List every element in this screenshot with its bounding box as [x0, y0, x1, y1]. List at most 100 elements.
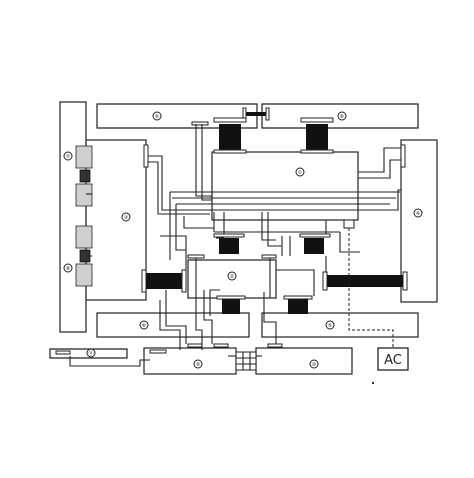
badge-10: ⑩	[309, 359, 319, 369]
flange-mid-left	[213, 233, 245, 238]
heater-bar-top-left	[219, 124, 241, 150]
label-9: ⑨	[196, 362, 200, 368]
label-4: ④	[416, 211, 421, 217]
flange-block1-left	[213, 149, 247, 154]
pipe-3-to-9	[159, 300, 181, 350]
flange-block9-left	[149, 349, 167, 354]
pipe-network	[69, 124, 401, 367]
block-1	[211, 151, 359, 221]
badge-1: ①	[295, 167, 305, 177]
valve-top-2	[75, 183, 93, 207]
badge-circle	[325, 320, 335, 330]
pipe-5-down-a	[195, 124, 212, 197]
badge-5-top: ⑤	[152, 111, 162, 121]
label-6-bottom: ⑥	[142, 323, 147, 329]
label-10: ⑩	[312, 362, 317, 368]
badge-circle	[121, 212, 131, 222]
block-3	[85, 139, 147, 301]
flange-bar-right-a	[322, 271, 328, 291]
heater-bar-mid-right	[304, 238, 324, 254]
badge-circle	[309, 359, 319, 369]
pipe-3-to-1-a	[148, 155, 210, 211]
badge-circle	[413, 208, 423, 218]
left-panel-block	[59, 101, 87, 333]
ac-label: AC	[384, 353, 402, 368]
flange-block9-top-2	[213, 343, 229, 348]
pipe-1-to-4-a	[358, 147, 401, 173]
badge-6-top: ⑥	[337, 111, 347, 121]
flange-top-right	[300, 117, 334, 123]
pipe-center-3	[261, 212, 276, 241]
flange-block2-top	[187, 254, 205, 259]
heater-bar-top-right	[306, 124, 328, 150]
pipe-center-4	[267, 212, 282, 247]
badge-2: ②	[227, 271, 237, 281]
pipe-11-to-9	[69, 356, 150, 367]
junction-frame	[235, 351, 257, 371]
flange-block10-top	[267, 343, 283, 348]
label-3: ③	[124, 215, 128, 221]
pipe-1-to-4-b	[358, 159, 401, 179]
flange-small-top	[191, 121, 209, 126]
pipe-mid-right-h	[339, 232, 360, 253]
badge-9: ⑨	[193, 359, 203, 369]
label-1: ①	[298, 170, 303, 176]
badge-circle	[193, 359, 203, 369]
badge-8: ⑧	[63, 263, 73, 273]
valve-bottom-2	[75, 263, 93, 287]
valve-dark-1	[79, 169, 91, 183]
block-10	[255, 347, 353, 375]
pipe-left-down-2	[175, 204, 186, 251]
flange-top-left	[213, 117, 247, 123]
flange-block11	[55, 350, 71, 355]
flange-mid-right	[299, 233, 331, 238]
pipe-left-to-mid	[183, 216, 214, 229]
badge-6-bottom: ⑥	[139, 320, 149, 330]
ac-box	[377, 347, 409, 371]
pipe-left-down-3	[160, 235, 187, 270]
flange-block4-top	[400, 144, 406, 168]
left-panel-components	[75, 145, 93, 287]
top-connector-flange-right	[265, 107, 270, 121]
pipe-2-to-lower-right	[276, 269, 315, 296]
badge-circle	[152, 111, 162, 121]
label-2: ②	[230, 274, 235, 280]
label-11: ⑪	[88, 350, 93, 357]
badge-11: ⑪	[86, 348, 96, 358]
valve-bottom-1	[75, 225, 93, 249]
stray-mark	[372, 382, 374, 384]
label-6-top: ⑥	[340, 114, 345, 120]
heater-bar-horizontal-left	[146, 273, 182, 289]
junction-grid	[235, 351, 257, 371]
pipe-2-to-9-a	[195, 258, 203, 350]
flange-bar-left-a	[141, 269, 147, 293]
pipe-3-to-1-b	[148, 161, 210, 215]
sensor-box	[343, 219, 355, 229]
badge-circle	[337, 111, 347, 121]
top-connector	[246, 112, 266, 116]
pipe-2-internal	[209, 289, 220, 316]
badge-4: ④	[413, 208, 423, 218]
label-5-bottom: ⑤	[328, 323, 332, 329]
badge-3: ③	[121, 212, 131, 222]
block-6-bottom	[96, 312, 250, 338]
badge-circle	[86, 348, 96, 358]
block-5-bottom	[261, 312, 419, 338]
heater-bar-lower-left	[222, 298, 240, 314]
flange-bar-left-b	[181, 269, 187, 293]
label-5-top: ⑤	[155, 114, 159, 120]
flange-lower-right	[283, 295, 313, 300]
flange-block9-top	[187, 343, 203, 348]
badge-7: ⑦	[63, 151, 73, 161]
heater-bar-mid-left	[219, 238, 239, 254]
label-8: ⑧	[66, 266, 71, 272]
badge-circle	[63, 151, 73, 161]
badge-circle	[295, 167, 305, 177]
flange-block3-top	[143, 144, 149, 168]
label-7: ⑦	[66, 154, 71, 160]
pipe-2-to-9-b	[203, 290, 213, 344]
flange-lower-left	[216, 295, 246, 300]
pipe-3-to-9-b	[165, 290, 187, 344]
ac-signal-line	[348, 228, 394, 348]
